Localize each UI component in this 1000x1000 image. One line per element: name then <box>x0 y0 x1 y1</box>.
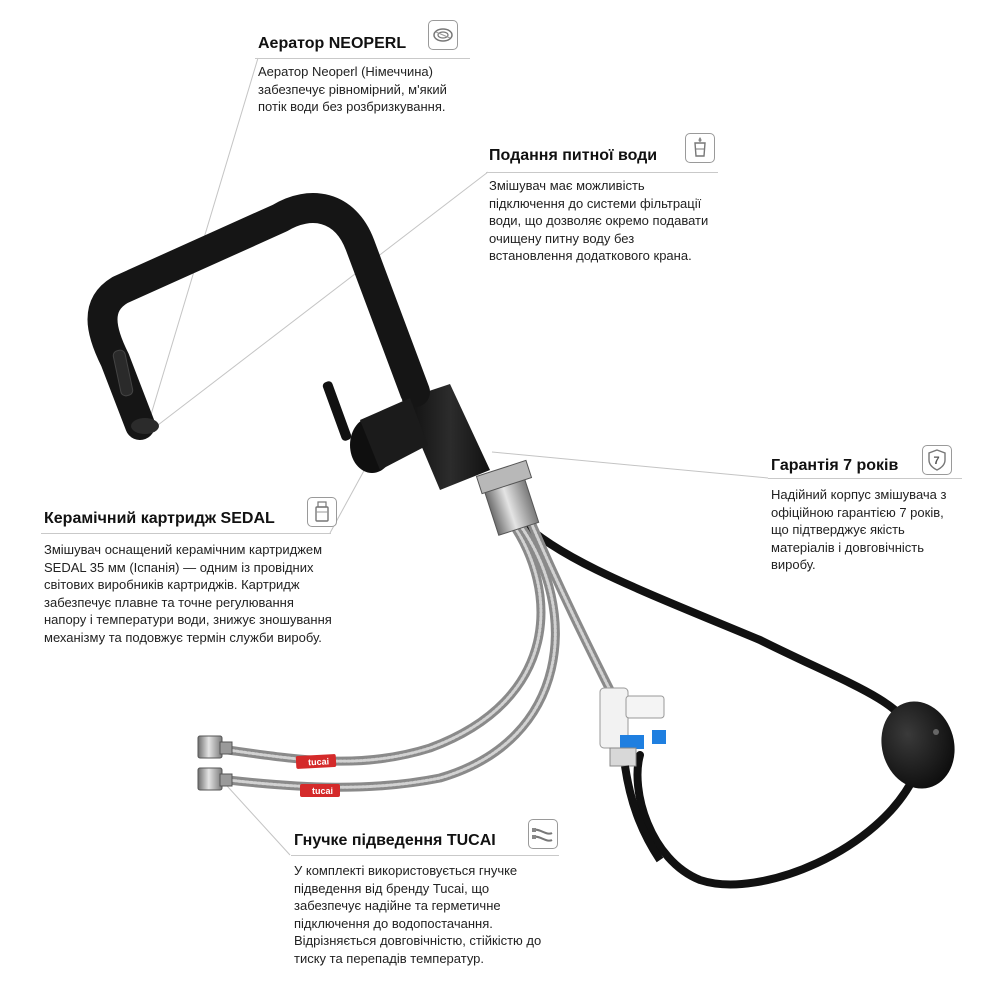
aerator-title: Аератор NEOPERL <box>258 35 407 52</box>
cartridge-icon <box>307 497 337 527</box>
cartridge-text: Змішувач оснащений керамічним картриджем… <box>44 542 332 645</box>
drinking-water-title: Подання питної води <box>489 147 658 164</box>
hose-fittings <box>197 735 233 791</box>
aerator-tip <box>131 418 159 434</box>
aerator-text: Аератор Neoperl (Німеччина) забезпечує р… <box>258 64 447 114</box>
faucet-spout <box>87 193 430 440</box>
aerator-icon <box>428 20 458 50</box>
hose-tag-bottom: tucai <box>300 784 340 797</box>
warranty-rule <box>768 478 962 479</box>
water-glass-icon <box>685 133 715 163</box>
flexible-hose-icon <box>528 819 558 849</box>
drinking-water-text: Змішувач має можливість підключення до с… <box>489 178 709 263</box>
handle-lever <box>322 381 352 441</box>
pullout-hose-return <box>633 751 919 889</box>
faucet-body <box>402 384 490 490</box>
filter-valve <box>599 687 666 863</box>
svg-text:7: 7 <box>934 455 940 467</box>
hoses-title: Гнучке підведення TUCAI <box>294 832 496 849</box>
hose-tag-label: tucai <box>312 786 333 796</box>
hoses-text: У комплекті використовується гнучке підв… <box>294 863 542 966</box>
cartridge-rule <box>41 533 331 534</box>
hose-tag-top: tucai <box>295 754 337 769</box>
aerator-rule <box>255 58 470 59</box>
warranty-7-shield-icon: 7 <box>922 445 952 475</box>
spray-head-buttons <box>112 349 134 397</box>
warranty-text: Надійний корпус змішувача з офіційною га… <box>771 487 947 572</box>
hose-tag-label: tucai <box>308 756 330 767</box>
hose-counterweight <box>881 701 955 789</box>
hoses-rule <box>291 855 559 856</box>
pullout-hose <box>516 516 914 734</box>
warranty-title: Гарантія 7 років <box>771 457 899 474</box>
cartridge-title: Керамічний картридж SEDAL <box>44 510 275 527</box>
drinking-water-rule <box>486 172 718 173</box>
